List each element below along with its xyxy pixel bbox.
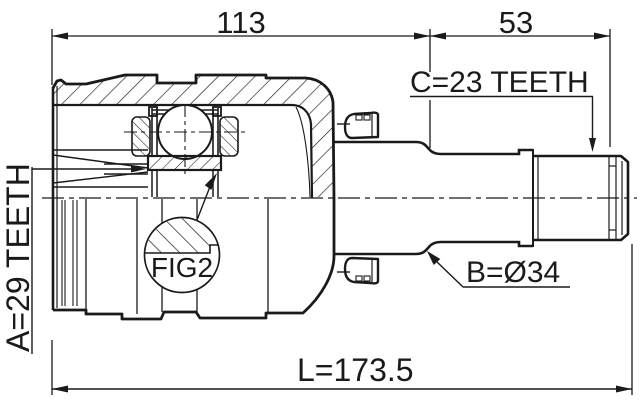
housing-inner-surface — [53, 103, 314, 199]
dimension-113: 113 — [51, 5, 431, 148]
dimension-113-value: 113 — [216, 5, 265, 40]
dimension-53-value: 53 — [499, 5, 533, 40]
boot-clamp-bottom — [343, 256, 380, 285]
spline-section — [532, 149, 630, 247]
label-diameter: B=Ø34 — [427, 251, 570, 289]
ball-cage-race-assembly — [124, 104, 247, 197]
housing-inner-track-curve — [295, 106, 311, 198]
snap-ring-groove — [608, 156, 617, 240]
overall-length-value: L=173.5 — [297, 352, 414, 388]
boot-clamp-top — [343, 111, 380, 140]
shaft-top-edge — [334, 140, 533, 156]
boot-groove-lines — [61, 200, 78, 306]
housing-bottom-profile — [53, 198, 336, 321]
cage-section-left — [131, 116, 151, 157]
label-outer-spline: C=23 TEETH — [410, 66, 596, 152]
cage-section-right — [219, 116, 239, 157]
dimension-53: 53 — [430, 5, 611, 147]
housing-outer-profile — [51, 73, 336, 199]
dimension-overall-length: L=173.5 — [51, 244, 633, 395]
race-corner-left — [148, 106, 158, 117]
outer-spline-text: C=23 TEETH — [410, 66, 589, 99]
race-corner-right — [212, 106, 222, 117]
housing-section — [51, 73, 336, 310]
fig2-label: FIG2 — [151, 252, 213, 283]
fig2-leader-line — [196, 183, 212, 221]
housing-wall-hatch — [53, 75, 334, 197]
inner-spline-text: A=29 TEETH — [0, 163, 36, 352]
shaft-bottom-edge — [334, 240, 533, 256]
diameter-text: B=Ø34 — [466, 256, 560, 289]
hub-side-lines — [151, 170, 219, 197]
fig2-leader-arrow — [204, 173, 217, 190]
label-inner-spline: A=29 TEETH — [0, 163, 146, 354]
shaft — [334, 123, 630, 273]
